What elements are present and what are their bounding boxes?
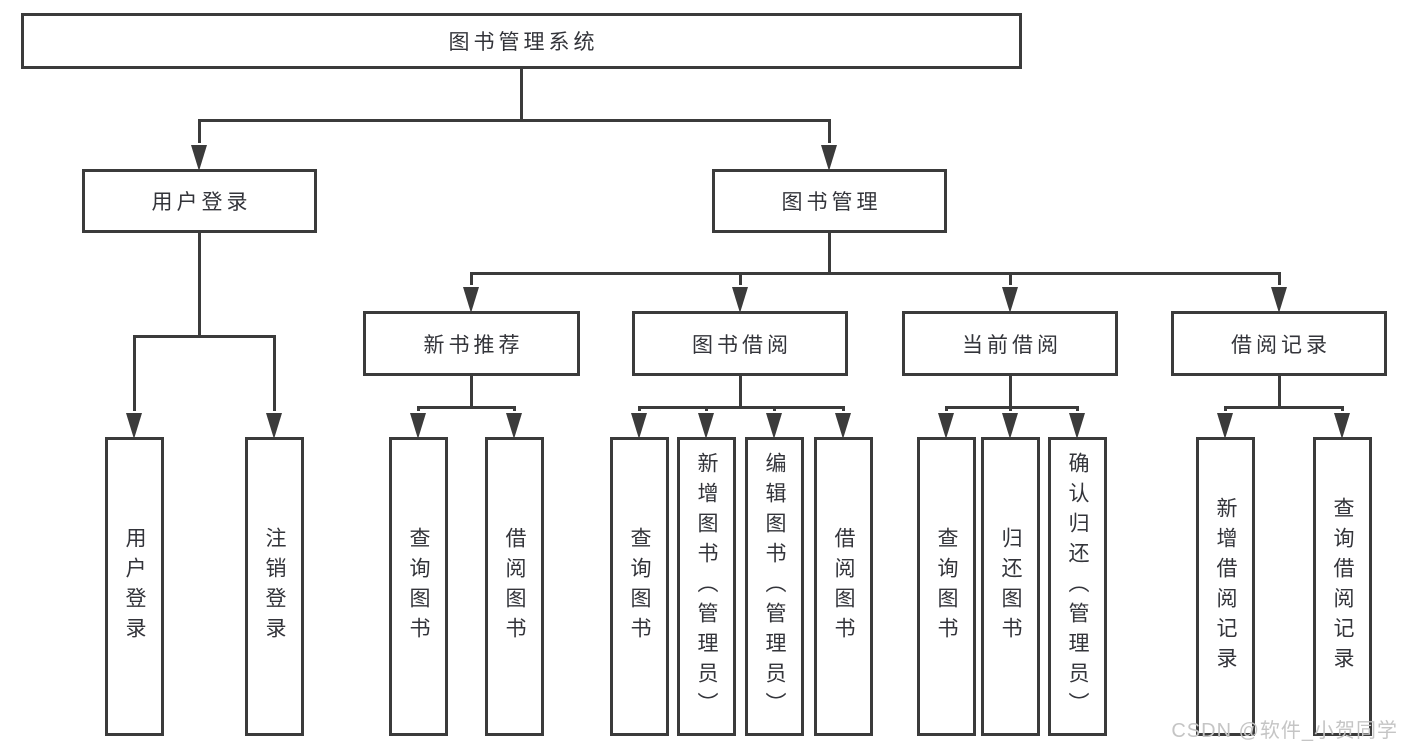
- node-label: 归还图书: [999, 526, 1022, 647]
- node-edit-books-admin: 编辑图书（管理员）: [745, 437, 804, 736]
- connector-drop: [133, 335, 136, 411]
- connector-drop: [828, 119, 831, 143]
- connector-branch: [417, 406, 516, 409]
- node-logout-leaf: 注销登录: [245, 437, 304, 736]
- arrow-down-icon: [1069, 413, 1085, 439]
- node-user-login-leaf: 用户登录: [105, 437, 164, 736]
- arrow-down-icon: [410, 413, 426, 439]
- connector-branch: [638, 406, 845, 409]
- node-label: 当前借阅: [962, 333, 1062, 357]
- node-label: 确认归还（管理员）: [1066, 451, 1089, 722]
- node-return-books: 归还图书: [981, 437, 1040, 736]
- arrow-down-icon: [731, 287, 748, 313]
- node-label: 借阅记录: [1231, 333, 1331, 357]
- connector-drop: [945, 406, 948, 411]
- node-label: 借阅图书: [503, 526, 526, 647]
- node-add-borrow-record: 新增借阅记录: [1196, 437, 1255, 736]
- connector-branch: [133, 335, 276, 338]
- node-label: 编辑图书（管理员）: [763, 451, 786, 722]
- arrow-down-icon: [266, 413, 282, 439]
- node-label: 查询图书: [935, 526, 958, 647]
- node-label: 新增图书（管理员）: [695, 451, 718, 722]
- arrow-down-icon: [1334, 413, 1350, 439]
- connector-drop: [198, 119, 201, 143]
- arrow-down-icon: [938, 413, 954, 439]
- arrow-down-icon: [1001, 287, 1018, 313]
- node-label: 查询图书: [407, 526, 430, 647]
- arrow-down-icon: [1217, 413, 1233, 439]
- connector-stub: [828, 233, 831, 275]
- node-query-borrow-record: 查询借阅记录: [1313, 437, 1372, 736]
- connector-stub: [738, 376, 742, 409]
- arrow-down-icon: [821, 145, 837, 171]
- connector-stub: [198, 233, 201, 338]
- connector-drop: [1076, 406, 1079, 411]
- node-query-books-1: 查询图书: [389, 437, 448, 736]
- connector-drop: [1009, 406, 1012, 411]
- connector-drop: [273, 335, 276, 411]
- connector-branch: [945, 406, 1079, 409]
- node-add-books-admin: 新增图书（管理员）: [677, 437, 736, 736]
- connector-branch: [1224, 406, 1344, 409]
- connector-stub: [1277, 376, 1281, 409]
- node-label: 借阅图书: [832, 526, 855, 647]
- node-label: 图书管理: [781, 191, 882, 214]
- node-user-login: 用户登录: [82, 169, 317, 233]
- connector-branch: [198, 119, 831, 122]
- arrow-down-icon: [463, 287, 479, 313]
- connector-drop: [1341, 406, 1344, 411]
- node-book-management: 图书管理: [712, 169, 947, 233]
- connector-drop: [705, 406, 708, 411]
- arrow-down-icon: [766, 413, 782, 439]
- node-borrow-books-1: 借阅图书: [485, 437, 544, 736]
- node-confirm-return-admin: 确认归还（管理员）: [1048, 437, 1107, 736]
- connector-drop: [842, 406, 845, 411]
- node-label: 用户登录: [151, 191, 252, 214]
- connector-drop: [773, 406, 776, 411]
- connector-drop: [1224, 406, 1227, 411]
- connector-stub: [470, 376, 473, 409]
- node-query-books-3: 查询图书: [917, 437, 976, 736]
- node-new-book-recommend: 新书推荐: [363, 311, 580, 376]
- connector-branch: [470, 272, 1281, 275]
- csdn-watermark: CSDN @软件_小贺同学: [1171, 720, 1398, 742]
- node-label: 图书管理系统: [448, 31, 599, 54]
- node-label: 查询图书: [628, 526, 651, 647]
- node-label: 查询借阅记录: [1331, 496, 1354, 677]
- connector-stub: [1008, 376, 1012, 409]
- connector-stub: [520, 69, 523, 122]
- arrow-down-icon: [698, 413, 714, 439]
- arrow-down-icon: [191, 145, 207, 171]
- connector-drop: [1008, 272, 1012, 285]
- node-label: 注销登录: [263, 526, 286, 647]
- node-query-books-2: 查询图书: [610, 437, 669, 736]
- connector-drop: [513, 406, 516, 411]
- node-borrowing-records: 借阅记录: [1171, 311, 1387, 376]
- arrow-down-icon: [126, 413, 142, 439]
- node-borrow-books-2: 借阅图书: [814, 437, 873, 736]
- node-label: 图书借阅: [692, 333, 792, 357]
- node-root: 图书管理系统: [21, 13, 1022, 69]
- arrow-down-icon: [835, 413, 851, 439]
- connector-drop: [738, 272, 742, 285]
- node-book-borrowing: 图书借阅: [632, 311, 848, 376]
- arrow-down-icon: [506, 413, 522, 439]
- arrow-down-icon: [1270, 287, 1287, 313]
- node-current-borrowing: 当前借阅: [902, 311, 1118, 376]
- arrow-down-icon: [631, 413, 647, 439]
- connector-drop: [417, 406, 420, 411]
- arrow-down-icon: [1002, 413, 1018, 439]
- node-label: 新书推荐: [423, 333, 524, 357]
- node-label: 用户登录: [123, 526, 146, 647]
- connector-drop: [470, 272, 473, 285]
- connector-drop: [638, 406, 641, 411]
- connector-drop: [1277, 272, 1281, 285]
- node-label: 新增借阅记录: [1214, 496, 1237, 677]
